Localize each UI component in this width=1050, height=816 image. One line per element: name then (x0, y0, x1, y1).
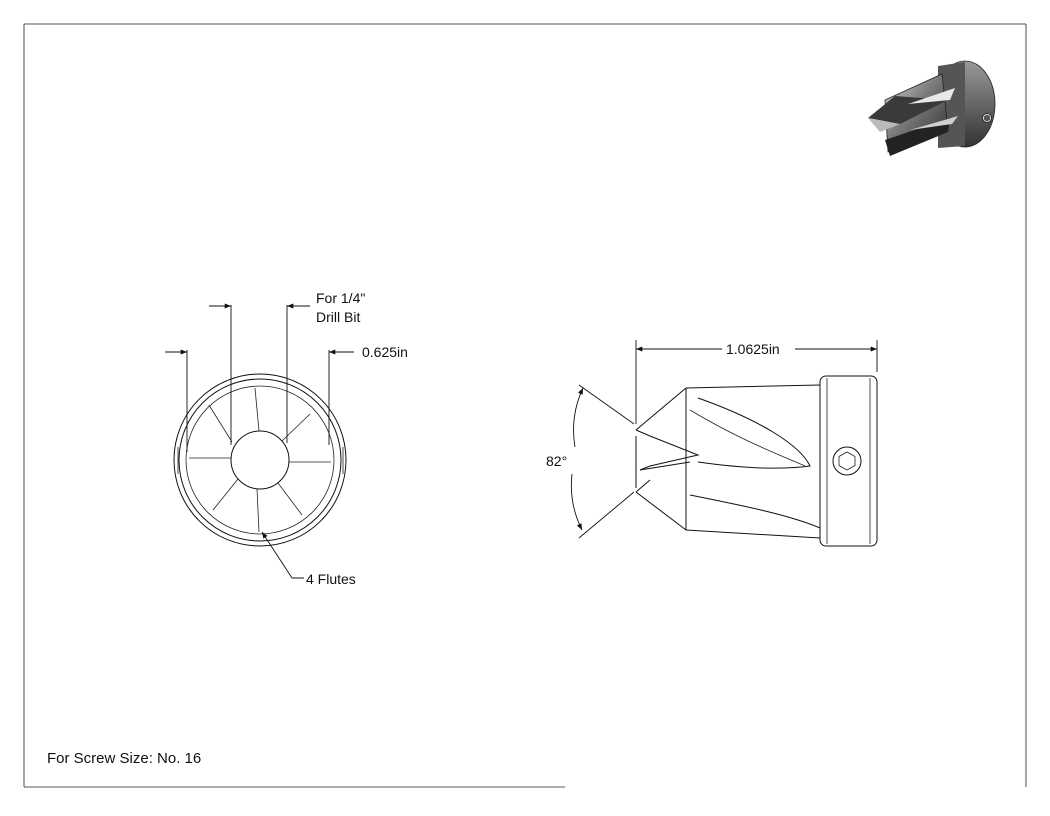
sheet-border (23, 23, 1027, 788)
dimension-diameter (165, 349, 354, 452)
countersink-render-icon (868, 60, 996, 156)
angle-label: 82° (546, 453, 567, 469)
side-view (635, 375, 878, 547)
flutes-label: 4 Flutes (306, 571, 356, 587)
dimension-angle (570, 384, 635, 539)
dimension-length (635, 340, 878, 424)
leader-flutes (261, 531, 304, 579)
diameter-label: 0.625in (362, 344, 408, 360)
drill-bit-label-line2: Drill Bit (316, 309, 360, 325)
front-view (173, 373, 347, 547)
length-label: 1.0625in (726, 341, 780, 357)
drill-bit-label-line1: For 1/4" (316, 290, 365, 306)
dimension-drill-bit (209, 303, 310, 445)
screw-size-note: For Screw Size: No. 16 (47, 750, 201, 767)
